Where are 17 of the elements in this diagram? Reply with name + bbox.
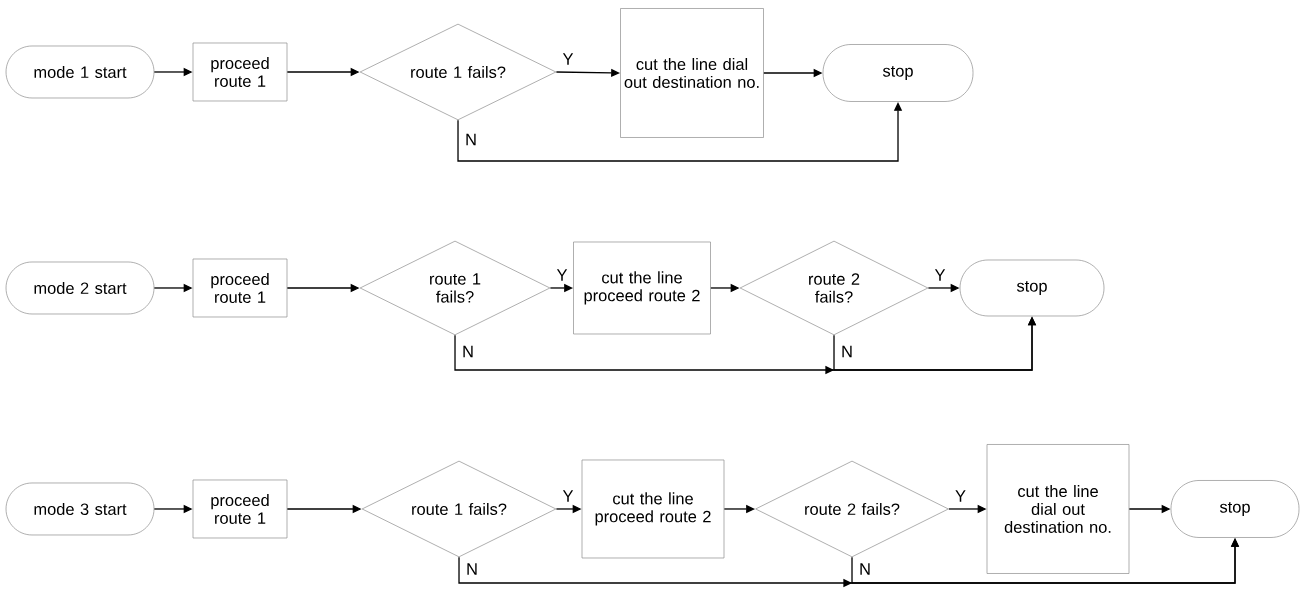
edge-label: N (466, 133, 476, 146)
process-box: cut the line dial out destination no. (620, 8, 764, 138)
edge-label: N (842, 345, 852, 358)
edge-label: Y (562, 490, 574, 502)
process-box: proceed route 1 (192, 479, 288, 539)
process-box: cut the line proceed route 2 (581, 459, 725, 559)
edge-label: N (860, 563, 870, 575)
process-box: cut the line dial out destination no. (986, 444, 1130, 574)
edge-label: Y (934, 269, 946, 281)
edge-label: N (467, 563, 477, 575)
process-box: proceed route 1 (192, 258, 288, 318)
process-box: cut the line proceed route 2 (573, 241, 711, 335)
edge-label: N (463, 345, 473, 358)
edge-label: Y (562, 53, 574, 65)
edge-label: Y (556, 269, 568, 281)
edge-label: Y (955, 490, 966, 502)
process-box: proceed route 1 (192, 42, 288, 102)
